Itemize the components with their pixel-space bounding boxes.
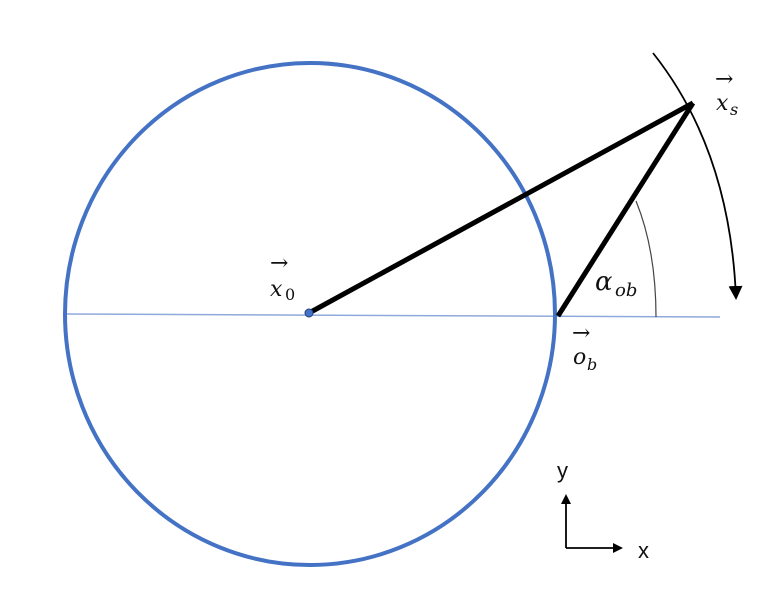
label-x0: → x 0 xyxy=(270,251,295,304)
svg-text:b: b xyxy=(587,355,597,374)
svg-text:α: α xyxy=(595,267,613,297)
svg-text:ob: ob xyxy=(615,280,637,301)
line-x0-to-xs xyxy=(307,100,695,316)
circle xyxy=(63,61,557,567)
svg-text:→: → xyxy=(270,251,288,276)
label-ob: → o b xyxy=(572,321,597,374)
svg-text:o: o xyxy=(573,345,586,370)
svg-text:0: 0 xyxy=(285,285,295,304)
line-ob-to-xs xyxy=(555,101,696,318)
svg-text:→: → xyxy=(572,321,590,346)
axis-label-y: y xyxy=(557,458,568,483)
label-alpha-ob: α ob xyxy=(595,267,637,301)
axis-label-x: x xyxy=(638,538,649,563)
label-xs: → x s xyxy=(715,67,738,119)
svg-text:x: x xyxy=(716,91,729,116)
center-point xyxy=(304,308,314,318)
svg-text:→: → xyxy=(715,67,733,92)
axis-indicator: y x xyxy=(557,458,649,563)
angle-arc xyxy=(635,200,657,318)
svg-text:x: x xyxy=(270,277,283,302)
svg-text:s: s xyxy=(730,100,738,119)
horizontal-baseline xyxy=(64,313,721,318)
rotation-arc-arrow xyxy=(652,52,743,300)
